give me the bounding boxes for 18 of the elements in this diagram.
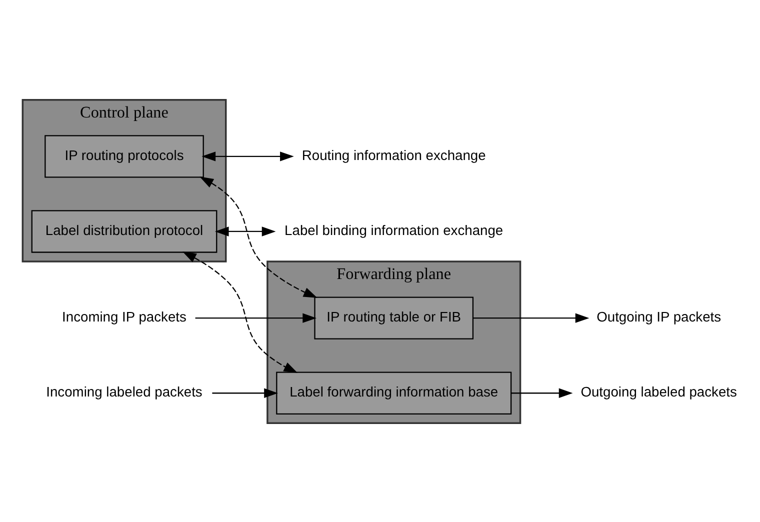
node-text: Outgoing labeled packets: [580, 383, 737, 400]
arrow: [212, 388, 278, 398]
arrow: [202, 151, 294, 161]
arrow: [511, 388, 573, 398]
node-text: Incoming labeled packets: [46, 383, 202, 400]
arrow: [473, 312, 590, 322]
node-box: IP routing table or FIB: [314, 296, 474, 339]
node-text: Incoming IP packets: [62, 308, 186, 324]
arrow: [195, 312, 316, 322]
node-text: Outgoing IP packets: [596, 308, 722, 324]
node-box: IP routing protocols: [44, 134, 204, 178]
node-text: Routing information exchange: [302, 146, 486, 163]
node-text: Label binding information exchange: [284, 222, 504, 238]
node-box: Label forwarding information base: [276, 371, 512, 414]
arrow: [214, 226, 276, 236]
arrow: [200, 176, 318, 298]
arrow: [182, 251, 298, 373]
node-box: Label distribution protocol: [31, 210, 218, 252]
